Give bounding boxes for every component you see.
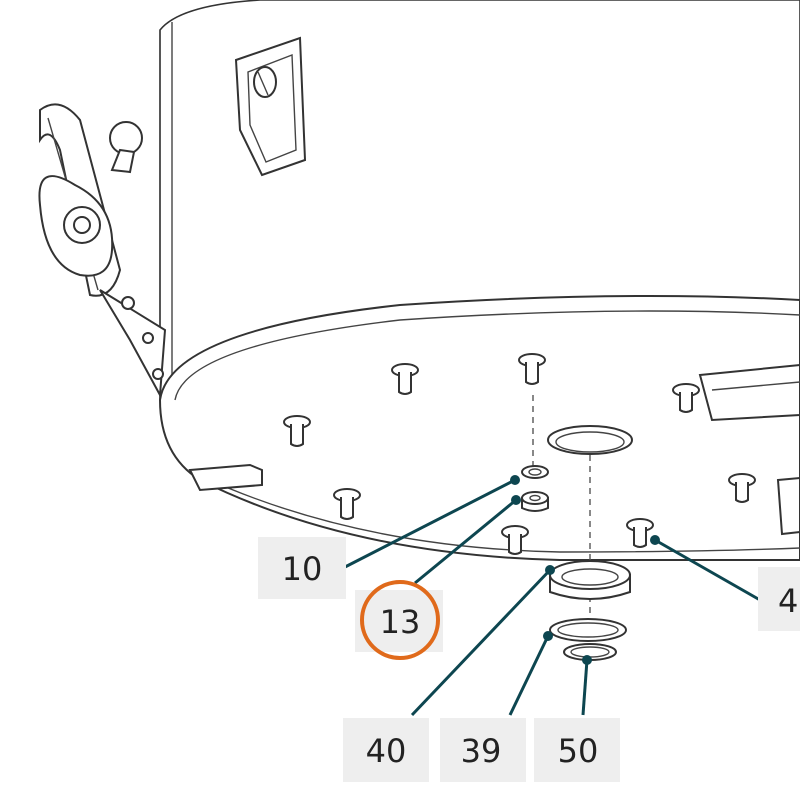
callout-40-text: 40 xyxy=(366,732,407,770)
leader-50 xyxy=(581,659,589,716)
callout-10-text: 10 xyxy=(282,550,323,588)
screw-icon xyxy=(518,353,546,385)
leader-39-dot xyxy=(543,631,553,641)
callout-50-text: 50 xyxy=(558,732,599,770)
leader-39 xyxy=(508,635,550,716)
leader-10 xyxy=(344,478,516,569)
callout-10: 10 xyxy=(258,537,346,599)
leader-4x-dot xyxy=(650,535,660,545)
screws xyxy=(283,353,756,555)
callout-4x-text: 4 xyxy=(778,582,798,620)
callout-13-text: 13 xyxy=(380,603,421,641)
screw-icon xyxy=(626,518,654,548)
leader-10-dot xyxy=(510,475,520,485)
callout-39: 39 xyxy=(440,718,526,782)
callout-40: 40 xyxy=(343,718,429,782)
leader-13-dot xyxy=(511,495,521,505)
highlight-circle xyxy=(360,580,440,660)
center-assembly xyxy=(521,395,633,661)
screw-icon xyxy=(333,488,361,520)
nut-icon xyxy=(521,491,549,512)
bearing-icon xyxy=(549,560,631,600)
washer-icon xyxy=(521,465,549,479)
callout-50: 50 xyxy=(534,718,620,782)
base-plate xyxy=(158,295,800,561)
screw-icon xyxy=(501,525,529,555)
callout-4x: 4 xyxy=(758,567,800,631)
callout-39-text: 39 xyxy=(461,732,502,770)
screw-icon xyxy=(728,473,756,503)
side-handle xyxy=(38,103,167,399)
leader-40 xyxy=(410,568,552,717)
right-bracket xyxy=(698,363,800,536)
retaining-ring-icon xyxy=(549,618,627,642)
leader-4x xyxy=(654,538,761,602)
leader-lines xyxy=(344,475,761,717)
screw-icon xyxy=(391,363,419,395)
screw-icon xyxy=(672,383,700,413)
mounting-bracket xyxy=(234,36,307,177)
leader-50-dot xyxy=(582,655,592,665)
leader-40-dot xyxy=(545,565,555,575)
screw-icon xyxy=(283,415,311,447)
leader-13 xyxy=(414,498,517,585)
